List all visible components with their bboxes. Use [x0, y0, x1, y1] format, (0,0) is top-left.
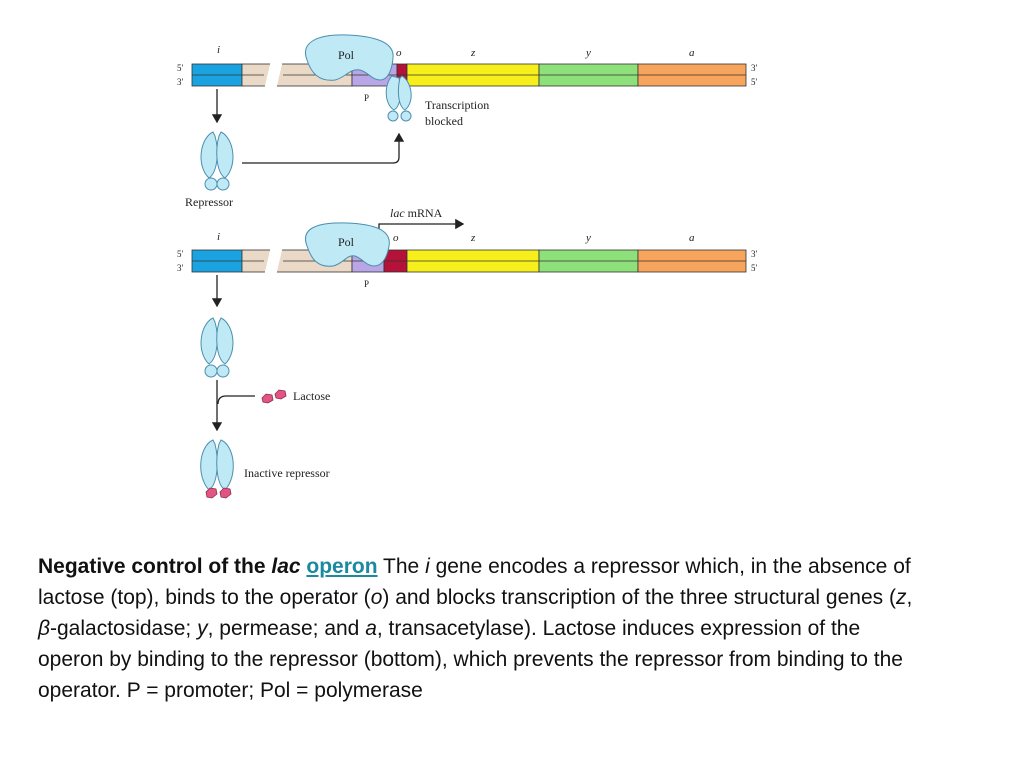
bottom-label-o: o — [393, 232, 399, 244]
top-free-repressor — [200, 131, 234, 191]
caption-italic-a: a — [365, 617, 377, 640]
caption-italic-i: i — [425, 555, 430, 578]
lactose-molecules — [261, 389, 287, 404]
top-pol-label: Pol — [338, 48, 355, 62]
bottom-strand-right-top: 3′ — [751, 249, 758, 259]
bottom-mrna-lac: lac — [390, 206, 405, 220]
top-dna-break — [264, 60, 283, 90]
top-repressor-label: Repressor — [185, 195, 233, 209]
bottom-polymerase — [305, 222, 390, 267]
caption-italic-y: y — [197, 617, 208, 640]
bottom-strand-right-bottom: 5′ — [751, 263, 758, 273]
bottom-mrna-label: lac mRNA — [390, 206, 443, 220]
top-label-i: i — [217, 44, 220, 56]
caption-text-6: , permease; and — [207, 617, 366, 640]
top-panel: 5′ 3′ 3′ 5′ i o z y a Pol P Transcriptio… — [177, 34, 758, 209]
bottom-repressor — [200, 317, 234, 378]
bottom-dna — [191, 246, 747, 276]
bottom-lactose-input-line — [217, 395, 255, 405]
top-label-z: z — [470, 47, 476, 59]
caption-text-3: ) and blocks transcription of the three … — [382, 586, 896, 609]
inactive-repressor — [200, 439, 234, 499]
top-promoter-label: P — [364, 93, 369, 103]
top-blocked-line1: Transcription — [425, 98, 489, 112]
lac-operon-diagram: 5′ 3′ 3′ 5′ i o z y a Pol P Transcriptio… — [177, 34, 758, 499]
caption-text-4: , — [906, 586, 913, 609]
caption-italic-z: z — [895, 586, 907, 609]
caption-italic-beta: β — [38, 617, 50, 640]
top-strand-left-top: 5′ — [177, 63, 184, 73]
top-strand-right-bottom: 5′ — [751, 77, 758, 87]
bottom-strand-left-top: 5′ — [177, 249, 184, 259]
caption-text-1: The — [377, 555, 426, 578]
top-label-y: y — [585, 47, 591, 59]
lactose-label: Lactose — [293, 389, 330, 403]
bottom-promoter-label: P — [364, 279, 369, 289]
top-label-a: a — [689, 47, 695, 59]
top-strand-left-bottom: 3′ — [177, 77, 184, 87]
bottom-label-i: i — [217, 231, 220, 243]
caption-title-lac: lac — [271, 555, 301, 578]
caption-text-5: -galactosidase; — [50, 617, 198, 640]
caption-text-7: , transacetylase). Lactose induces expre… — [38, 617, 903, 702]
caption-title-prefix: Negative control of the — [38, 555, 272, 578]
figure-caption: Negative control of the lac operon The i… — [38, 551, 918, 706]
bottom-label-z: z — [470, 232, 476, 244]
top-dna — [191, 60, 747, 90]
operon-link[interactable]: operon — [306, 555, 378, 578]
bottom-mrna-arrow — [378, 218, 465, 240]
top-strand-right-top: 3′ — [751, 63, 758, 73]
inactive-repressor-label: Inactive repressor — [244, 466, 330, 480]
top-polymerase — [305, 34, 394, 81]
top-label-o: o — [396, 47, 402, 59]
caption-text-2: gene encodes a repressor which, in the a… — [38, 555, 911, 609]
bottom-label-y: y — [585, 232, 591, 244]
top-repressor-to-operator-arrow — [242, 132, 405, 164]
top-bound-repressor — [385, 75, 412, 122]
bottom-strand-left-bottom: 3′ — [177, 263, 184, 273]
caption-italic-o: o — [370, 586, 383, 609]
top-blocked-line2: blocked — [425, 114, 463, 128]
bottom-pol-label: Pol — [338, 235, 355, 249]
bottom-label-a: a — [689, 232, 695, 244]
bottom-panel: 5′ 3′ 3′ 5′ i o z y a lac mRNA Pol P Lac — [177, 206, 758, 499]
bottom-mrna-rest: mRNA — [405, 206, 443, 220]
bottom-dna-break — [264, 246, 283, 276]
